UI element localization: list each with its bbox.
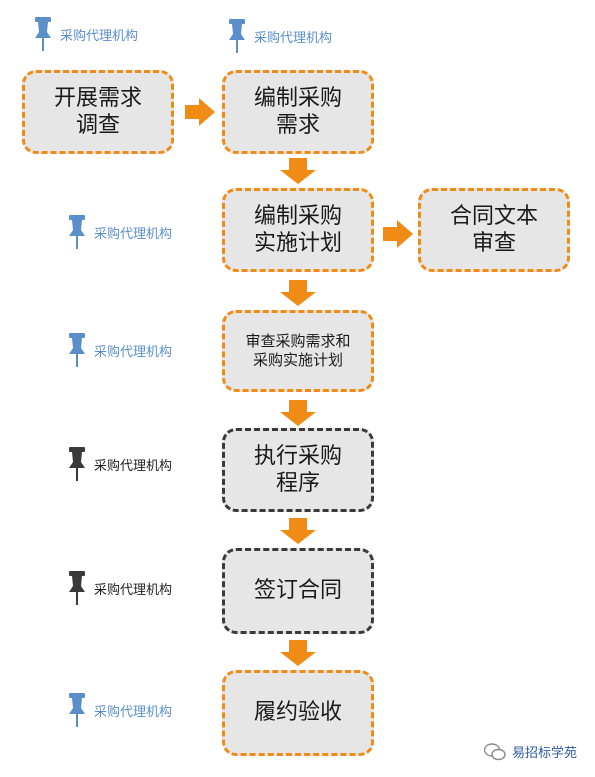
arrow-down-icon — [280, 280, 316, 306]
arrow-down-icon — [280, 158, 316, 184]
arrow-down-icon — [280, 640, 316, 666]
agency-label-text: 采购代理机构 — [254, 30, 333, 46]
step-sign-text: 签订合同 — [253, 578, 342, 604]
step-prepare-plan: 编制采购 实施计划 — [222, 188, 374, 272]
agency-label-text: 采购代理机构 — [94, 582, 173, 598]
step-survey-text: 开展需求 调查 — [53, 85, 142, 139]
watermark-text: 易招标学苑 — [511, 746, 577, 761]
step-contract-review: 合同文本 审查 — [418, 188, 570, 272]
arrow-down-icon — [280, 400, 316, 426]
pushpin-icon — [69, 215, 85, 249]
agency-label-text: 采购代理机构 — [94, 226, 173, 242]
agency-label-5: 采购代理机构 — [66, 446, 172, 482]
step-acceptance: 履约验收 — [222, 670, 374, 756]
watermark: 易招标学苑 — [483, 742, 577, 761]
agency-label-text: 采购代理机构 — [94, 458, 173, 474]
step-review-needs-plan-text: 审查采购需求和 采购实施计划 — [245, 332, 351, 369]
agency-label-6: 采购代理机构 — [66, 570, 172, 606]
agency-label-text: 采购代理机构 — [94, 704, 173, 720]
pushpin-icon — [229, 19, 245, 53]
agency-label-text: 采购代理机构 — [60, 28, 139, 44]
agency-label-2: 采购代理机构 — [226, 18, 332, 54]
pushpin-icon — [69, 693, 85, 727]
step-sign: 签订合同 — [222, 548, 374, 634]
step-execute: 执行采购 程序 — [222, 428, 374, 512]
pushpin-icon — [69, 333, 85, 367]
arrow-down-icon — [280, 518, 316, 544]
step-prepare-needs: 编制采购 需求 — [222, 70, 374, 154]
agency-label-text: 采购代理机构 — [94, 344, 173, 360]
wechat-icon — [483, 742, 506, 760]
step-survey: 开展需求 调查 — [22, 70, 174, 154]
agency-label-3: 采购代理机构 — [66, 214, 172, 250]
agency-label-7: 采购代理机构 — [66, 692, 172, 728]
step-execute-text: 执行采购 程序 — [253, 443, 342, 497]
arrow-right-icon — [185, 98, 215, 126]
pushpin-icon — [35, 17, 51, 51]
step-contract-review-text: 合同文本 审查 — [449, 203, 538, 257]
agency-label-1: 采购代理机构 — [32, 16, 138, 52]
arrow-right-icon — [383, 220, 413, 248]
step-prepare-needs-text: 编制采购 需求 — [253, 85, 342, 139]
step-acceptance-text: 履约验收 — [253, 700, 342, 726]
agency-label-4: 采购代理机构 — [66, 332, 172, 368]
pushpin-icon — [69, 447, 85, 481]
step-review-needs-plan: 审查采购需求和 采购实施计划 — [222, 310, 374, 392]
pushpin-icon — [69, 571, 85, 605]
step-prepare-plan-text: 编制采购 实施计划 — [253, 203, 342, 257]
